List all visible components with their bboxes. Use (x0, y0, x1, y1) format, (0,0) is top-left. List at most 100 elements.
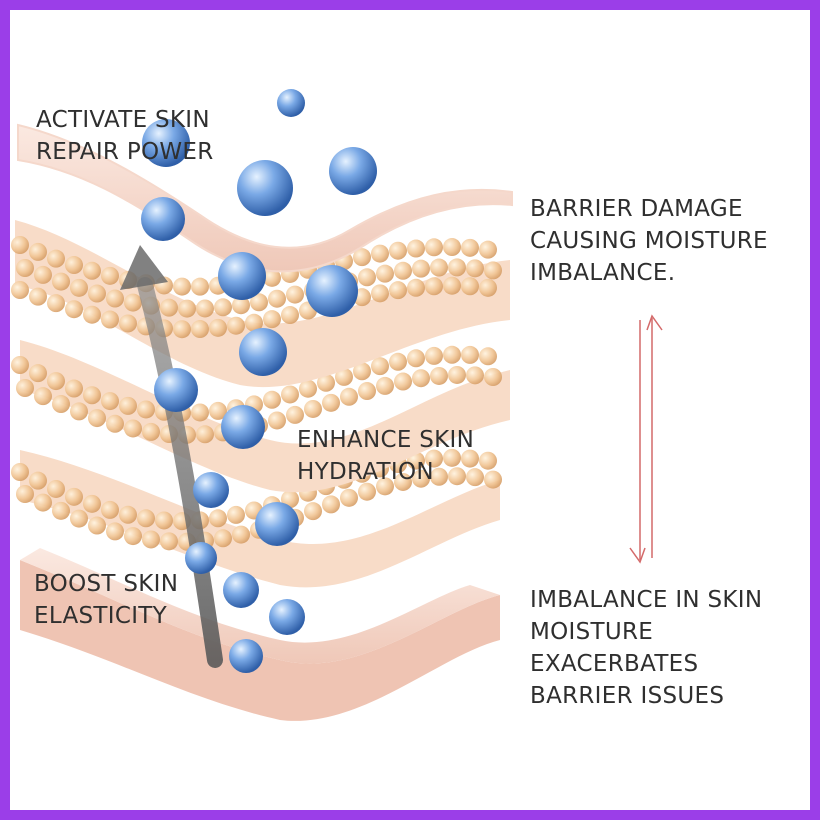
skin-cell (407, 240, 425, 258)
skin-cell (47, 250, 65, 268)
skin-cell (83, 306, 101, 324)
skin-cell (47, 294, 65, 312)
cycle-arrows (630, 316, 662, 562)
skin-cell (65, 488, 83, 506)
skin-cell (407, 349, 425, 367)
skin-cell (484, 261, 502, 279)
water-droplet (193, 472, 229, 508)
skin-cell (191, 403, 209, 421)
skin-cell (304, 400, 322, 418)
skin-cell (214, 298, 232, 316)
water-droplet (154, 368, 198, 412)
skin-cell (389, 242, 407, 260)
skin-cell (209, 319, 227, 337)
skin-cell (124, 419, 142, 437)
skin-cell (191, 320, 209, 338)
skin-cell (268, 290, 286, 308)
skin-cell (119, 506, 137, 524)
skin-cell (430, 367, 448, 385)
skin-cell (70, 279, 88, 297)
water-droplet (269, 599, 305, 635)
skin-cell (52, 395, 70, 413)
skin-cell (322, 495, 340, 513)
skin-cell (479, 347, 497, 365)
skin-cell (137, 400, 155, 418)
skin-cell (65, 256, 83, 274)
skin-cell (484, 368, 502, 386)
skin-cell (281, 385, 299, 403)
skin-cell (461, 277, 479, 295)
skin-cell (389, 281, 407, 299)
skin-cell (263, 310, 281, 328)
skin-cell (83, 495, 101, 513)
skin-cell (286, 286, 304, 304)
skin-cell (47, 372, 65, 390)
skin-cell (11, 236, 29, 254)
skin-cell (83, 262, 101, 280)
skin-cell (443, 346, 461, 364)
skin-cell (358, 382, 376, 400)
skin-cell (16, 379, 34, 397)
skin-cell (371, 357, 389, 375)
water-droplet (255, 502, 299, 546)
skin-cell (461, 346, 479, 364)
skin-cell (124, 527, 142, 545)
skin-cell (358, 268, 376, 286)
skin-cell (232, 526, 250, 544)
skin-cell (101, 311, 119, 329)
skin-cell (443, 277, 461, 295)
water-droplet (239, 328, 287, 376)
skin-cell (11, 356, 29, 374)
skin-cell (196, 299, 214, 317)
skin-cell (88, 409, 106, 427)
skin-cell (281, 306, 299, 324)
skin-cell (106, 415, 124, 433)
skin-cell (214, 529, 232, 547)
skin-cell (430, 259, 448, 277)
skin-cell (101, 501, 119, 519)
skin-cell (394, 262, 412, 280)
skin-cell (376, 265, 394, 283)
water-droplet (237, 160, 293, 216)
skin-cell (191, 278, 209, 296)
skin-cell (425, 238, 443, 256)
skin-cell (34, 266, 52, 284)
skin-cell (479, 279, 497, 297)
skin-cell (83, 386, 101, 404)
skin-cell (412, 260, 430, 278)
skin-cell (119, 314, 137, 332)
skin-cell (322, 394, 340, 412)
water-droplet (329, 147, 377, 195)
skin-cell (425, 347, 443, 365)
skin-cell (124, 294, 142, 312)
skin-cell (412, 369, 430, 387)
skin-cell (448, 258, 466, 276)
skin-cell (376, 377, 394, 395)
skin-cell (52, 502, 70, 520)
water-droplet (218, 252, 266, 300)
skin-cell (155, 511, 173, 529)
skin-cell (394, 373, 412, 391)
skin-cell (448, 366, 466, 384)
skin-cell (263, 391, 281, 409)
water-droplet (221, 405, 265, 449)
skin-cell (88, 285, 106, 303)
skin-cell (88, 517, 106, 535)
skin-cell (227, 506, 245, 524)
skin-cell (142, 530, 160, 548)
skin-cell (371, 284, 389, 302)
skin-cell (34, 387, 52, 405)
skin-cell (466, 366, 484, 384)
enhance-hydration-label: ENHANCE SKIN HYDRATION (297, 424, 474, 488)
skin-cell (407, 279, 425, 297)
water-droplet (185, 542, 217, 574)
water-droplet (223, 572, 259, 608)
water-droplet (277, 89, 305, 117)
skin-cell (11, 281, 29, 299)
skin-cell (47, 480, 65, 498)
skin-cell (70, 402, 88, 420)
skin-cell (29, 288, 47, 306)
water-droplet (229, 639, 263, 673)
water-droplet (306, 265, 358, 317)
boost-elasticity-label: BOOST SKIN ELASTICITY (34, 568, 178, 632)
